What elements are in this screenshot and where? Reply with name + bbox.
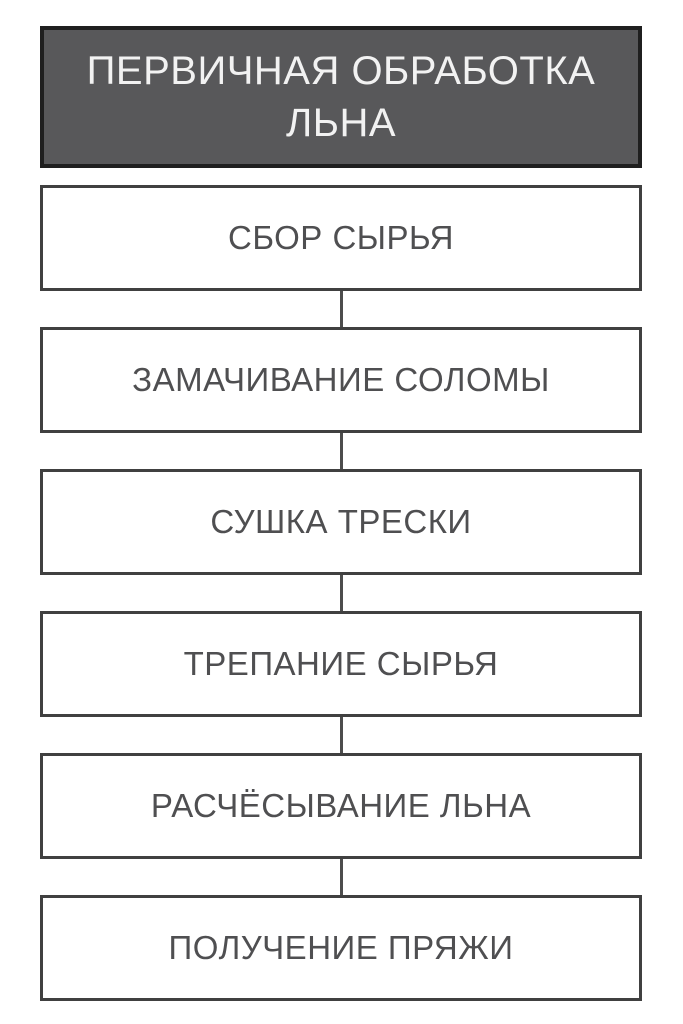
connector [40,859,642,895]
step-box-collect-raw-material: СБОР СЫРЬЯ [40,185,642,291]
step-box-scutch-raw-material: ТРЕПАНИЕ СЫРЬЯ [40,611,642,717]
flowchart-title-line-2: ЛЬНА [285,101,397,145]
step-box-soak-straw: ЗАМАЧИВАНИЕ СОЛОМЫ [40,327,642,433]
step-box-comb-flax: РАСЧЁСЫВАНИЕ ЛЬНА [40,753,642,859]
flowchart-title-line-1: ПЕРВИЧНАЯ ОБРАБОТКА [86,49,596,93]
connector-line [339,717,343,753]
connector-line [339,291,343,327]
connector-line [339,859,343,895]
step-label: СУШКА ТРЕСКИ [210,503,472,540]
connector [40,291,642,327]
step-label: СБОР СЫРЬЯ [227,219,455,256]
connector [40,575,642,611]
title-gap-spacer [40,168,642,185]
step-box-obtain-yarn: ПОЛУЧЕНИЕ ПРЯЖИ [40,895,642,1001]
step-label: ТРЕПАНИЕ СЫРЬЯ [183,645,499,682]
step-label: РАСЧЁСЫВАНИЕ ЛЬНА [150,787,532,824]
connector [40,717,642,753]
step-label: ПОЛУЧЕНИЕ ПРЯЖИ [168,929,514,966]
flowchart: ПЕРВИЧНАЯ ОБРАБОТКА ЛЬНА СБОР СЫРЬЯ ЗАМА… [40,26,642,1001]
connector-line [339,575,343,611]
step-label: ЗАМАЧИВАНИЕ СОЛОМЫ [132,361,550,398]
connector-line [339,433,343,469]
connector [40,433,642,469]
flowchart-title-box: ПЕРВИЧНАЯ ОБРАБОТКА ЛЬНА [40,26,642,168]
step-box-dry-tresta: СУШКА ТРЕСКИ [40,469,642,575]
